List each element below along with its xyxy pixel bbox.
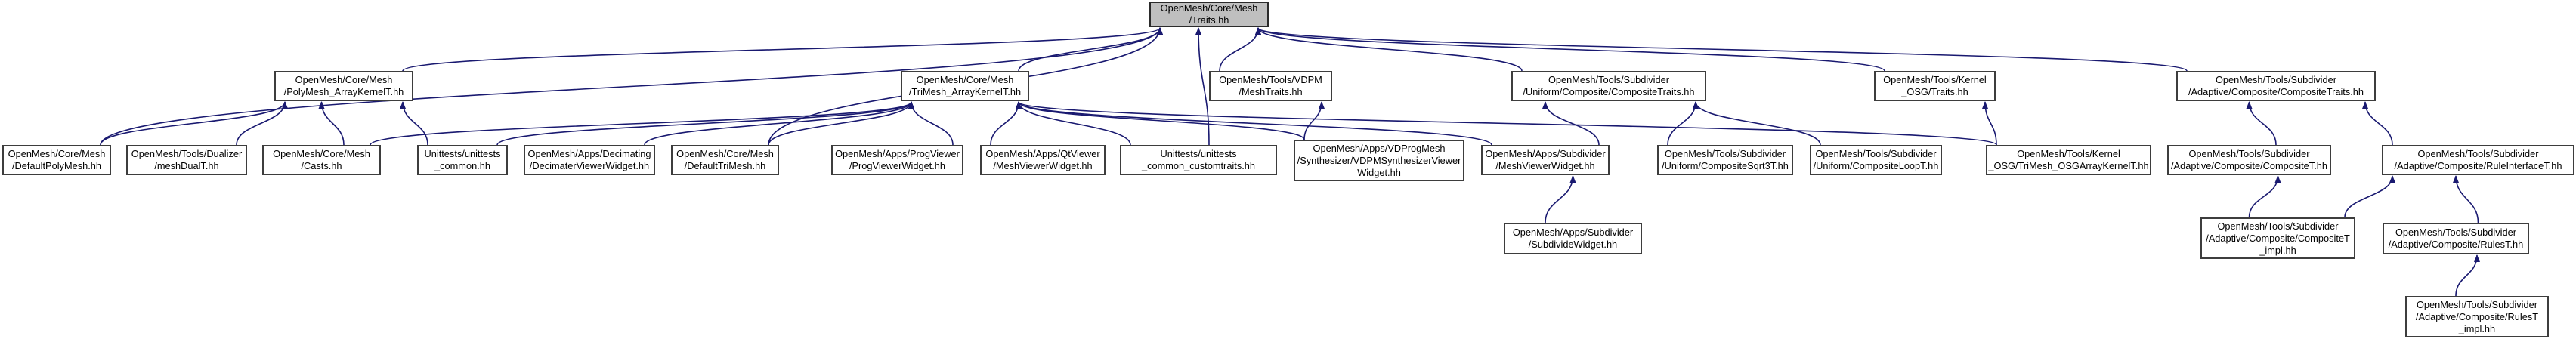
- graph-node-label: OpenMesh/Core/Mesh /PolyMesh_ArrayKernel…: [283, 74, 404, 97]
- include-edge-casts-to-polymesh_arraykernel: [318, 101, 345, 146]
- include-edge-composite_t_impl-to-rule_interface: [2344, 175, 2395, 218]
- graph-node-label: Unittests/unittests _common.hh: [424, 148, 501, 171]
- graph-node-label: OpenMesh/Apps/VDProgMesh /Synthesizer/VD…: [1297, 142, 1461, 178]
- graph-node-trimesh_osg_arraykernel[interactable]: OpenMesh/Tools/Kernel _OSG/TriMesh_OSGAr…: [1986, 145, 2151, 175]
- include-edge-subdivider_meshviewerwidget-to-uniform_compositetraits: [1542, 101, 1600, 146]
- graph-node-subdivide_widget[interactable]: OpenMesh/Apps/Subdivider /SubdivideWidge…: [1504, 223, 1642, 254]
- include-edge-progviewer_widget-to-trimesh_arraykernel: [908, 101, 954, 146]
- graph-node-progviewer_widget[interactable]: OpenMesh/Apps/ProgViewer /ProgViewerWidg…: [831, 145, 963, 175]
- graph-node-label: OpenMesh/Apps/Subdivider /MeshViewerWidg…: [1485, 148, 1606, 171]
- graph-node-label: OpenMesh/Core/Mesh /Traits.hh: [1160, 2, 1258, 26]
- graph-node-composite_loop[interactable]: OpenMesh/Tools/Subdivider /Uniform/Compo…: [1810, 145, 1942, 175]
- include-edge-composite_sqrt3-to-uniform_compositetraits: [1667, 101, 1699, 146]
- graph-node-subdivider_meshviewerwidget[interactable]: OpenMesh/Apps/Subdivider /MeshViewerWidg…: [1481, 145, 1610, 175]
- include-edge-rules_t-to-rule_interface: [2453, 175, 2479, 223]
- graph-node-label: OpenMesh/Tools/Subdivider /Uniform/Compo…: [1662, 148, 1789, 171]
- graph-node-uniform_compositetraits[interactable]: OpenMesh/Tools/Subdivider /Uniform/Compo…: [1511, 71, 1706, 101]
- graph-node-vdpm_meshtraits[interactable]: OpenMesh/Tools/VDPM /MeshTraits.hh: [1209, 71, 1332, 101]
- include-edge-unittests_common-to-polymesh_arraykernel: [400, 101, 428, 146]
- graph-node-label: OpenMesh/Apps/ProgViewer /ProgViewerWidg…: [835, 148, 960, 171]
- include-edge-subdivide_widget-to-subdivider_meshviewerwidget: [1545, 175, 1576, 223]
- graph-node-label: OpenMesh/Tools/Subdivider /Adaptive/Comp…: [2394, 148, 2562, 171]
- include-edge-qtviewer_meshviewerwidget-to-trimesh_arraykernel: [990, 101, 1022, 146]
- graph-node-label: OpenMesh/Core/Mesh /DefaultTriMesh.hh: [676, 148, 774, 171]
- include-edge-trimesh_osg_arraykernel-to-kernelosg_traits: [1982, 101, 1997, 146]
- graph-node-casts[interactable]: OpenMesh/Core/Mesh /Casts.hh: [262, 145, 381, 175]
- graph-node-label: OpenMesh/Core/Mesh /Casts.hh: [273, 148, 370, 171]
- include-edge-trimesh_osg_arraykernel-to-trimesh_arraykernel: [1016, 101, 1997, 146]
- graph-node-label: OpenMesh/Apps/Subdivider /SubdivideWidge…: [1512, 226, 1634, 250]
- graph-node-label: OpenMesh/Tools/Subdivider /Adaptive/Comp…: [2188, 74, 2364, 97]
- graph-node-label: OpenMesh/Tools/Subdivider /Adaptive/Comp…: [2206, 220, 2350, 256]
- include-edge-adaptive_compositetraits-to-traits: [1255, 27, 2188, 72]
- include-edge-rules_t_impl-to-rules_t: [2455, 254, 2480, 297]
- include-edge-uniform_compositetraits-to-traits: [1255, 27, 1523, 72]
- include-edge-composite_loop-to-uniform_compositetraits: [1693, 101, 1821, 146]
- graph-node-trimesh_arraykernel[interactable]: OpenMesh/Core/Mesh /TriMesh_ArrayKernelT…: [901, 71, 1029, 101]
- graph-node-decimater_viewerwidget[interactable]: OpenMesh/Apps/Decimating /DecimaterViewe…: [524, 145, 655, 175]
- graph-node-default_trimesh[interactable]: OpenMesh/Core/Mesh /DefaultTriMesh.hh: [671, 145, 779, 175]
- include-edge-unittests_common-to-trimesh_arraykernel: [496, 101, 914, 146]
- include-edge-unittests_customtraits-to-trimesh_arraykernel: [1016, 101, 1131, 146]
- graph-node-adaptive_compositetraits[interactable]: OpenMesh/Tools/Subdivider /Adaptive/Comp…: [2176, 71, 2376, 101]
- include-edge-composite_t_impl-to-adaptive_composite_t: [2248, 175, 2281, 218]
- graph-node-meshdual[interactable]: OpenMesh/Tools/Dualizer /meshDualT.hh: [126, 145, 247, 175]
- graph-node-rules_t_impl[interactable]: OpenMesh/Tools/Subdivider /Adaptive/Comp…: [2405, 296, 2549, 337]
- include-edge-decimater_viewerwidget-to-trimesh_arraykernel: [644, 101, 914, 146]
- graph-node-kernelosg_traits[interactable]: OpenMesh/Tools/Kernel _OSG/Traits.hh: [1874, 71, 1996, 101]
- include-edge-vdpm_meshtraits-to-traits: [1219, 27, 1261, 72]
- graph-node-label: OpenMesh/Core/Mesh /DefaultPolyMesh.hh: [8, 148, 106, 171]
- graph-node-label: OpenMesh/Apps/Decimating /DecimaterViewe…: [527, 148, 651, 171]
- graph-node-vdpm_synthesizer_widget[interactable]: OpenMesh/Apps/VDProgMesh /Synthesizer/VD…: [1294, 140, 1464, 181]
- graph-node-label: OpenMesh/Tools/Subdivider /Adaptive/Comp…: [2388, 226, 2524, 250]
- graph-node-default_polymesh[interactable]: OpenMesh/Core/Mesh /DefaultPolyMesh.hh: [2, 145, 111, 175]
- include-edge-kernelosg_traits-to-traits: [1255, 27, 1885, 72]
- graph-node-label: OpenMesh/Core/Mesh /TriMesh_ArrayKernelT…: [908, 74, 1022, 97]
- include-edge-adaptive_composite_t-to-adaptive_compositetraits: [2246, 101, 2277, 146]
- graph-node-rules_t[interactable]: OpenMesh/Tools/Subdivider /Adaptive/Comp…: [2383, 223, 2529, 254]
- graph-node-label: OpenMesh/Tools/Kernel _OSG/Traits.hh: [1883, 74, 1987, 97]
- graph-node-composite_t_impl[interactable]: OpenMesh/Tools/Subdivider /Adaptive/Comp…: [2200, 217, 2355, 259]
- graph-node-label: OpenMesh/Tools/Subdivider /Uniform/Compo…: [1813, 148, 1939, 171]
- include-edge-polymesh_arraykernel-to-traits: [402, 27, 1163, 72]
- include-edge-unittests_customtraits-to-traits: [1195, 27, 1210, 146]
- graph-node-composite_sqrt3[interactable]: OpenMesh/Tools/Subdivider /Uniform/Compo…: [1657, 145, 1793, 175]
- graph-node-label: OpenMesh/Tools/Kernel _OSG/TriMesh_OSGAr…: [1988, 148, 2149, 171]
- include-edge-default_polymesh-to-traits: [100, 27, 1163, 146]
- graph-node-label: OpenMesh/Tools/Dualizer /meshDualT.hh: [131, 148, 243, 171]
- include-edge-casts-to-trimesh_arraykernel: [370, 101, 914, 146]
- graph-node-rule_interface[interactable]: OpenMesh/Tools/Subdivider /Adaptive/Comp…: [2382, 145, 2574, 175]
- graph-node-label: Unittests/unittests _common_customtraits…: [1141, 148, 1256, 171]
- include-edge-vdpm_synthesizer_widget-to-trimesh_arraykernel: [1016, 101, 1305, 140]
- graph-node-traits: OpenMesh/Core/Mesh /Traits.hh: [1149, 2, 1269, 27]
- include-edge-default_trimesh-to-trimesh_arraykernel: [768, 101, 914, 146]
- graph-node-label: OpenMesh/Tools/Subdivider /Adaptive/Comp…: [2171, 148, 2327, 171]
- graph-node-polymesh_arraykernel[interactable]: OpenMesh/Core/Mesh /PolyMesh_ArrayKernel…: [274, 71, 413, 101]
- include-edge-rule_interface-to-adaptive_compositetraits: [2362, 101, 2393, 146]
- graph-node-label: OpenMesh/Tools/Subdivider /Adaptive/Comp…: [2415, 298, 2539, 334]
- include-edge-meshdual-to-polymesh_arraykernel: [236, 101, 288, 146]
- include-edge-vdpm_synthesizer_widget-to-vdpm_meshtraits: [1303, 101, 1325, 140]
- graph-node-qtviewer_meshviewerwidget[interactable]: OpenMesh/Apps/QtViewer /MeshViewerWidget…: [980, 145, 1106, 175]
- graph-node-adaptive_composite_t[interactable]: OpenMesh/Tools/Subdivider /Adaptive/Comp…: [2167, 145, 2331, 175]
- graph-node-unittests_customtraits[interactable]: Unittests/unittests _common_customtraits…: [1120, 145, 1277, 175]
- graph-node-label: OpenMesh/Tools/VDPM /MeshTraits.hh: [1219, 74, 1322, 97]
- graph-node-label: OpenMesh/Tools/Subdivider /Uniform/Compo…: [1523, 74, 1695, 97]
- include-edge-subdivider_meshviewerwidget-to-trimesh_arraykernel: [1016, 101, 1492, 146]
- graph-node-unittests_common[interactable]: Unittests/unittests _common.hh: [417, 145, 508, 175]
- graph-node-label: OpenMesh/Apps/QtViewer /MeshViewerWidget…: [985, 148, 1100, 171]
- include-edge-default_polymesh-to-polymesh_arraykernel: [100, 101, 288, 146]
